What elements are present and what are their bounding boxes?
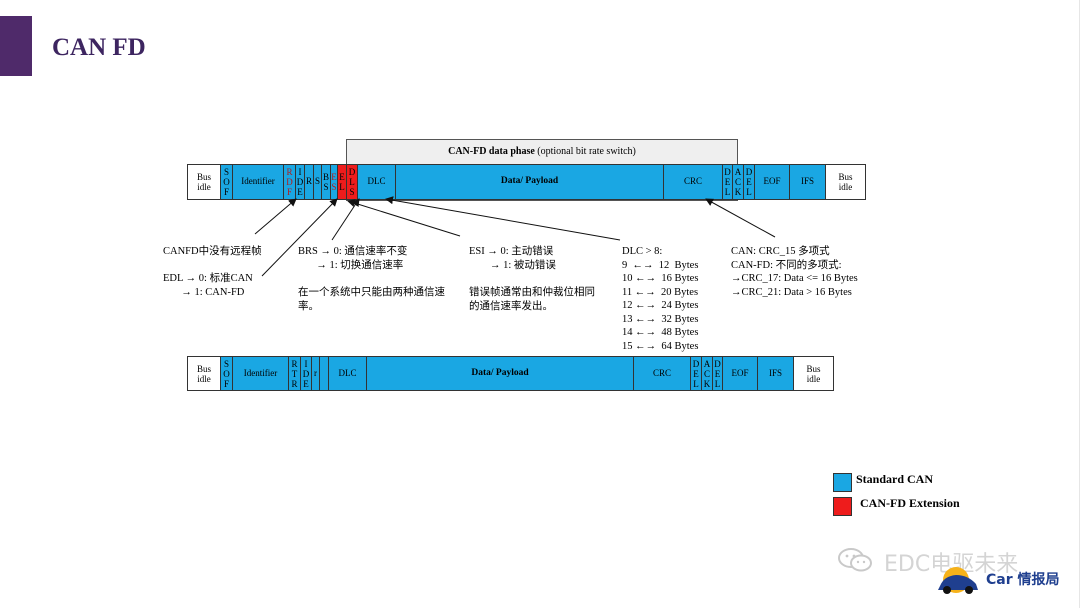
watermark-brand-cn: 情报局: [1017, 572, 1060, 588]
can-field-dlc-7: DLC: [329, 357, 367, 390]
title-accent-bar: [0, 16, 32, 76]
annotation-canfd-remote: CANFD中没有远程帧: [163, 246, 262, 257]
phase-label: CAN-FD data phase (optional bit rate swi…: [347, 146, 737, 157]
annotation-dlc: DLC > 8: 9 ←→ 12 Bytes 10 ←→ 16 Bytes 11…: [622, 246, 699, 352]
canfd-field-data-payload-12: Data/ Payload: [396, 165, 664, 199]
canfd-field-dlc-11: DLC: [358, 165, 396, 199]
arrow-rdf: [254, 198, 297, 235]
can-field-reserved-6: [320, 357, 329, 390]
annotation-brs: BRS → 0: 通信速率不变 → 1: 切换通信速率: [298, 246, 408, 271]
phase-label-rest: (optional bit rate switch): [534, 146, 636, 157]
arrow-esi: [347, 199, 461, 237]
watermark-brand: Car 情报局: [986, 569, 1060, 589]
can-field-data-payload-8: Data/ Payload: [367, 357, 634, 390]
canfd-field-ifs-18: IFS: [790, 165, 826, 199]
canfd-field-identifier-2: Identifier: [233, 165, 284, 199]
can-field-crc-9: CRC: [634, 357, 691, 390]
legend-swatch-canfd-extension: [833, 497, 852, 516]
phase-label-bold: CAN-FD data phase: [448, 146, 535, 157]
canfd-field-crc-13: CRC: [664, 165, 723, 199]
canfd-field-s-6: S: [314, 165, 322, 199]
can-field-identifier-2: Identifier: [233, 357, 289, 390]
car-logo-icon: [934, 566, 984, 596]
legend-swatch-standard-can: [833, 473, 852, 492]
canfd-field-r-5: R: [305, 165, 314, 199]
legend-label-canfd-extension: CAN-FD Extension: [860, 496, 960, 510]
slide-title: CAN FD: [52, 34, 146, 61]
annotation-esi: ESI → 0: 主动错误 → 1: 被动错误: [469, 246, 556, 271]
annotation-esi-note: 错误帧通常由和仲裁位相同 的通信速率发出。: [469, 287, 595, 312]
can-field-r-5: r: [312, 357, 320, 390]
legend-label-standard-can: Standard CAN: [856, 472, 934, 486]
arrow-crc: [705, 198, 776, 238]
annotation-crc: CAN: CRC_15 多项式 CAN-FD: 不同的多项式: →CRC_17:…: [731, 246, 858, 298]
can-field-eof-13: EOF: [723, 357, 758, 390]
wechat-icon: [836, 546, 876, 574]
watermark-brand-car: Car: [986, 572, 1013, 588]
annotation-brs-note: 在一个系统中只能由两种通信速 率。: [298, 287, 445, 312]
canfd-field-eof-17: EOF: [755, 165, 790, 199]
annotation-edl: EDL → 0: 标准CAN → 1: CAN-FD: [163, 273, 253, 298]
can-field-ifs-14: IFS: [758, 357, 794, 390]
arrow-dlc: [385, 196, 621, 241]
arrow-brs: [331, 198, 360, 241]
